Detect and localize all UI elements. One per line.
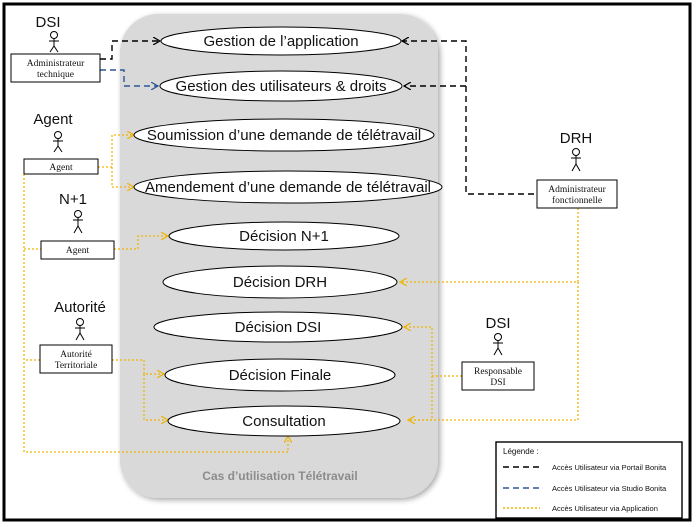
use-case-label: Décision Finale [229, 367, 332, 384]
actor-autorite[interactable]: Autorité Autorité Territoriale [39, 299, 113, 374]
line-resp-dsi-consultation [410, 376, 433, 421]
actor-name: Autorité [54, 299, 106, 316]
actor-role-line: technique [37, 70, 74, 80]
actor-name: DSI [485, 315, 510, 332]
stick-figure-icon [493, 333, 503, 356]
line-agent-amendement [111, 167, 134, 187]
legend-label: Accès Utilisateur via Application [552, 504, 658, 513]
legend-title: Légende : [503, 447, 539, 456]
use-case-label: Gestion des utilisateurs & droits [176, 78, 387, 95]
use-case-decision-finale[interactable]: Décision Finale [164, 358, 396, 392]
line-agent-consultation [23, 174, 288, 453]
line-resp-dsi-decision-dsi [404, 327, 462, 377]
actor-role-line: DSI [490, 378, 505, 388]
line-dsi-gestion-application [100, 41, 160, 60]
stick-figure-icon [73, 210, 83, 234]
actor-drh[interactable]: DRH Administrateur fonctionnelle [536, 130, 618, 209]
stick-figure-icon [75, 318, 85, 341]
legend-label: Accès Utilisateur via Studio Bonita [552, 484, 667, 493]
use-case-label: Soumission d’une demande de télétravail [147, 127, 421, 144]
actor-dsi-admin[interactable]: DSI Administrateur technique [10, 14, 101, 83]
use-case-decision-n1[interactable]: Décision N+1 [168, 221, 400, 251]
actor-role-line: Agent [49, 163, 73, 173]
actor-responsable-dsi[interactable]: DSI Responsable DSI [461, 315, 535, 391]
use-case-gestion-application[interactable]: Gestion de l’application [160, 26, 402, 56]
line-drh-consultation [408, 282, 579, 420]
legend-box [495, 441, 683, 519]
use-case-decision-dsi[interactable]: Décision DSI [153, 311, 403, 343]
actor-role-line: Territoriale [55, 361, 98, 371]
use-case-soumission[interactable]: Soumission d’une demande de télétravail [133, 118, 435, 152]
stick-figure-icon [571, 148, 581, 172]
stick-figure-icon [49, 31, 59, 53]
actor-name: N+1 [59, 191, 87, 208]
line-dsi-gestion-utilisateurs [100, 69, 158, 86]
actor-role-line: Responsable [474, 367, 522, 377]
line-n1-decision-n1 [114, 236, 168, 250]
actor-role-line: Autorité [60, 350, 92, 360]
line-agent-soumission [98, 135, 134, 168]
use-case-decision-drh[interactable]: Décision DRH [162, 265, 398, 299]
use-case-amendement[interactable]: Amendement d’une demande de télétravail [133, 170, 443, 204]
stick-figure-icon [53, 131, 63, 153]
use-case-label: Amendement d’une demande de télétravail [145, 179, 431, 196]
use-case-label: Décision DSI [235, 319, 322, 336]
actor-n1[interactable]: N+1 Agent [40, 191, 115, 260]
line-drh-gestion-application [402, 41, 544, 195]
use-case-label: Consultation [242, 413, 325, 430]
use-case-consultation[interactable]: Consultation [167, 405, 401, 437]
outer-frame [2, 2, 692, 522]
actor-name: DRH [560, 130, 593, 147]
actor-role-line: fonctionnelle [552, 195, 602, 206]
use-case-label: Décision N+1 [239, 228, 329, 245]
system-title: Cas d’utilisation Télétravail [202, 469, 357, 483]
actor-role-line: Agent [66, 246, 90, 256]
actor-name: DSI [35, 14, 60, 31]
legend: Légende : Accès Utilisateur via Portail … [495, 441, 683, 519]
line-autorite-consultation [143, 374, 168, 420]
legend-label: Accès Utilisateur via Portail Bonita [552, 463, 667, 472]
actor-agent[interactable]: Agent Agent [23, 111, 99, 175]
actor-name: Agent [33, 111, 73, 128]
actor-role-line: Administrateur [27, 59, 85, 69]
use-case-label: Gestion de l’application [203, 33, 358, 50]
use-case-gestion-utilisateurs[interactable]: Gestion des utilisateurs & droits [159, 70, 403, 102]
actor-role-line: Administrateur [548, 185, 606, 195]
line-autorite-decision-finale [112, 359, 164, 374]
use-case-label: Décision DRH [233, 274, 327, 291]
